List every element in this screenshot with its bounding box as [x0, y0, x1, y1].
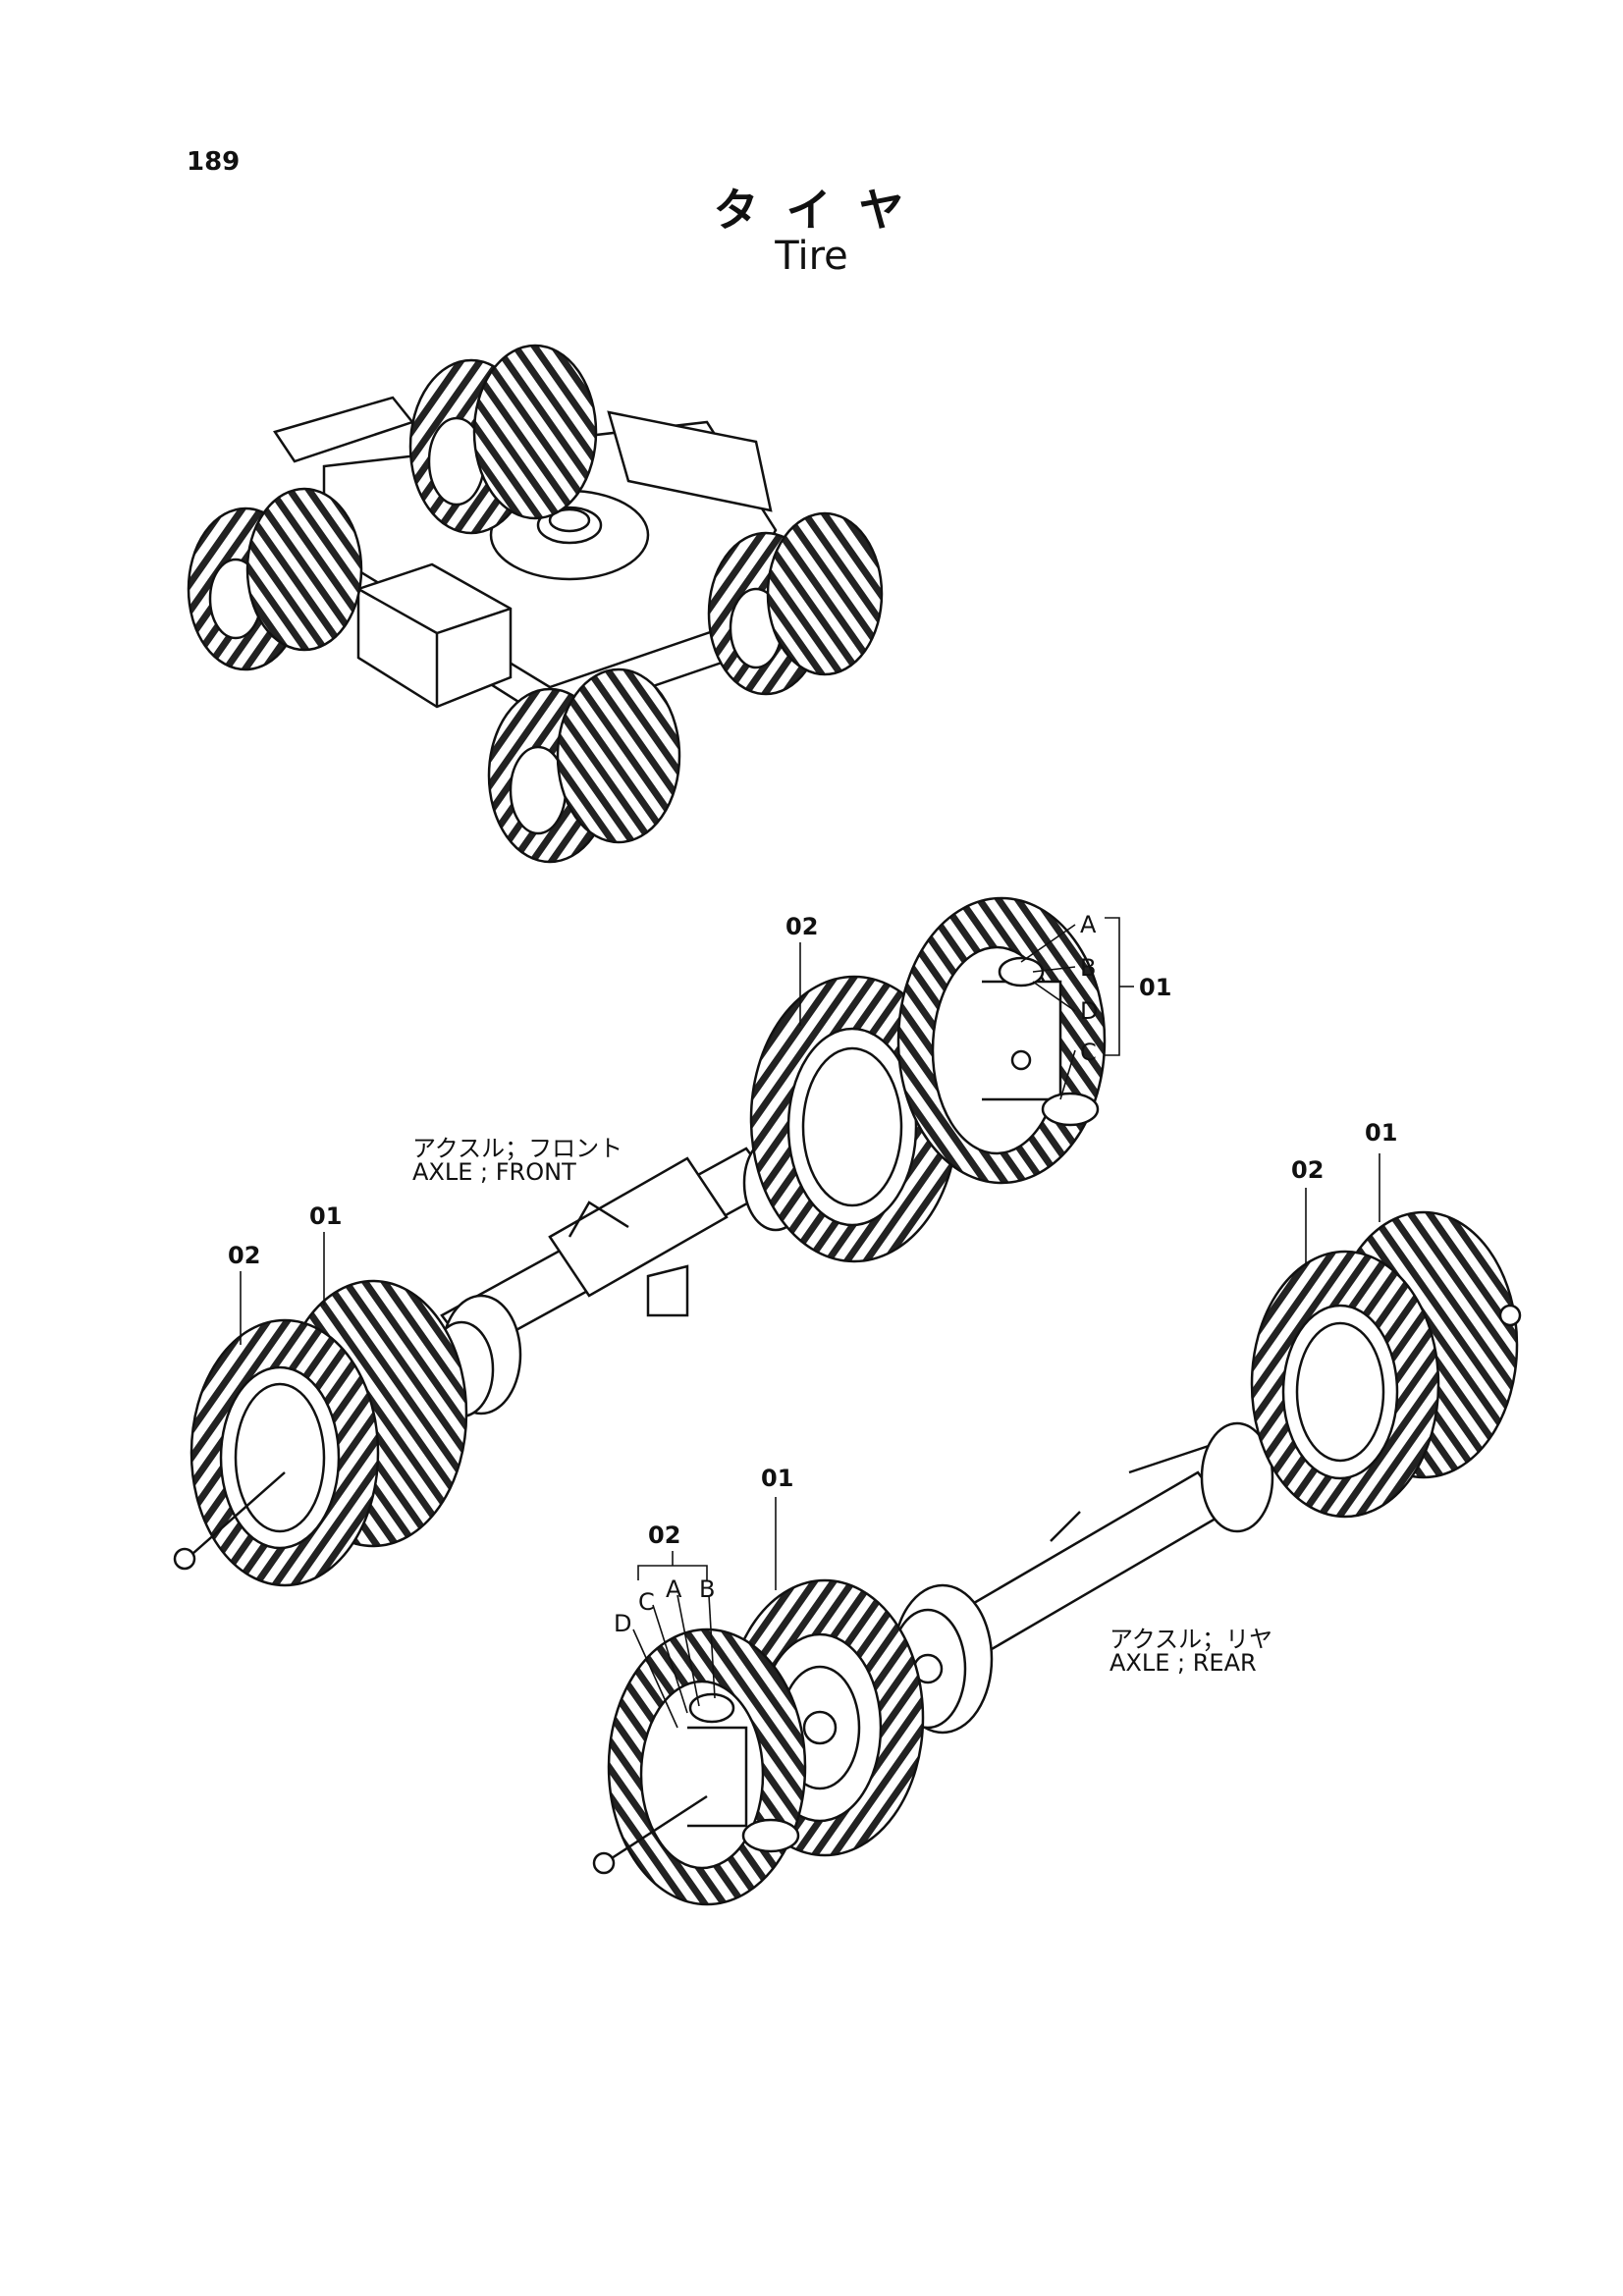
rear-axle-assembly — [592, 1210, 1522, 1906]
axle-front-label-japanese: アクスル；フロント — [412, 1135, 623, 1162]
front-axle-assembly — [173, 896, 1107, 1587]
vehicle-overview — [187, 344, 884, 864]
rear-left-rim-exploded — [607, 1628, 807, 1906]
leader-lines — [240, 917, 1380, 1729]
callout-rear-right-01: 01 — [1365, 1119, 1398, 1147]
front-box — [356, 562, 513, 709]
vehicle-wheel-front-right — [487, 667, 681, 864]
axle-rear-label-japanese: アクスル；リヤ — [1109, 1626, 1273, 1653]
front-left-tire-outer — [189, 1318, 380, 1587]
page-number: 189 — [187, 147, 241, 177]
front-left-wheel-nut — [173, 1547, 196, 1571]
callout-rear-left-d: D — [614, 1610, 632, 1637]
callout-front-right-02: 02 — [785, 913, 819, 940]
callout-rear-left-a: A — [666, 1575, 682, 1603]
vehicle-wheel-rear-right — [707, 511, 884, 696]
callout-front-left-01: 01 — [309, 1202, 343, 1230]
rear-bumper — [273, 396, 415, 463]
callout-rear-left-b: B — [699, 1575, 716, 1603]
rear-right-wheel-nut — [1498, 1304, 1522, 1327]
callout-front-right-01: 01 — [1139, 974, 1172, 1001]
rear-right-tire-outer — [1250, 1250, 1440, 1519]
callout-front-right-b: B — [1080, 954, 1097, 982]
callout-front-right-a: A — [1080, 911, 1097, 938]
page-title-japanese: タ イ ヤ — [713, 184, 910, 237]
axle-front-label-english: AXLE ; FRONT — [412, 1158, 576, 1186]
callout-rear-right-02: 02 — [1291, 1156, 1325, 1184]
vehicle-wheel-front-left — [187, 487, 363, 671]
vehicle-wheel-rear-left — [408, 344, 598, 535]
callout-rear-left-02: 02 — [648, 1522, 681, 1549]
front-right-rim-exploded — [896, 896, 1107, 1185]
rear-right-hub — [1200, 1421, 1274, 1533]
callout-front-left-02: 02 — [228, 1242, 261, 1269]
page-title-english: Tire — [775, 234, 848, 279]
callout-rear-left-c: C — [638, 1588, 655, 1616]
rear-left-wheel-nut — [592, 1851, 616, 1875]
callout-front-right-d: D — [1080, 997, 1099, 1025]
callout-front-right-c: C — [1080, 1039, 1097, 1066]
callout-rear-left-01: 01 — [761, 1465, 794, 1492]
axle-rear-label-english: AXLE ; REAR — [1109, 1649, 1257, 1677]
